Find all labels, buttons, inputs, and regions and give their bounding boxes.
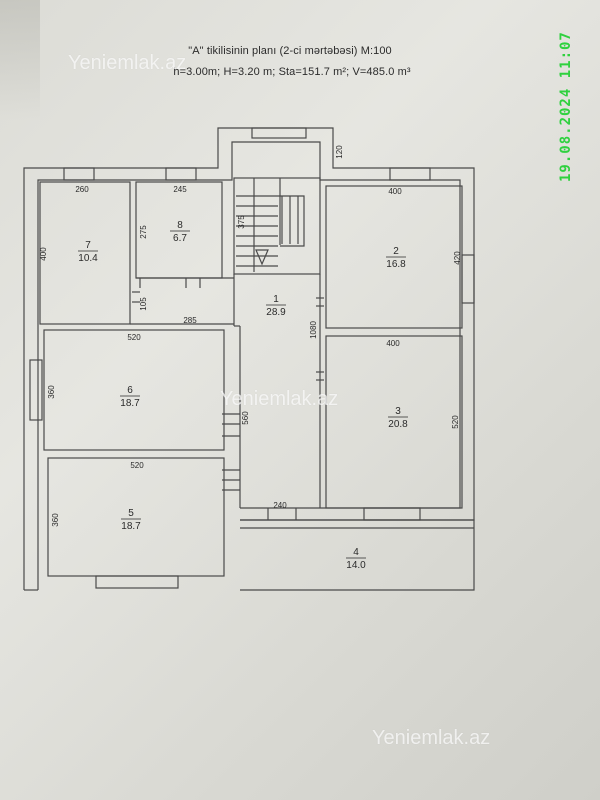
room-area: 20.8 bbox=[388, 419, 408, 430]
dimension-label: 240 bbox=[273, 501, 287, 510]
dimension-label: 520 bbox=[127, 333, 141, 342]
room-area: 14.0 bbox=[346, 560, 366, 571]
room-number: 7 bbox=[85, 240, 91, 251]
room-area: 28.9 bbox=[266, 307, 286, 318]
dimension-label: 285 bbox=[183, 316, 197, 325]
dimension-label: 360 bbox=[47, 385, 56, 399]
dimension-label: 520 bbox=[130, 461, 144, 470]
plan-title: "A" tikilisinin planı (2-ci mərtəbəsi) M… bbox=[188, 45, 392, 57]
plan-subtitle: h=3.00m; H=3.20 m; Sta=151.7 m²; V=485.0… bbox=[173, 66, 411, 78]
room-number: 3 bbox=[395, 406, 401, 417]
room-number: 8 bbox=[177, 220, 183, 231]
dimension-label: 360 bbox=[51, 513, 60, 527]
dimension-label: 105 bbox=[139, 297, 148, 311]
dimension-label: 260 bbox=[75, 185, 89, 194]
plan-walls bbox=[23, 127, 475, 591]
paper-shadow bbox=[0, 0, 40, 120]
room-number: 5 bbox=[128, 508, 134, 519]
room-area: 10.4 bbox=[78, 253, 98, 264]
watermark-top: Yeniemlak.az bbox=[68, 52, 187, 74]
room-number: 4 bbox=[353, 547, 359, 558]
room-number: 1 bbox=[273, 294, 279, 305]
dimension-labels: 2604002452753751204004202851055203601080… bbox=[39, 145, 462, 527]
dimension-label: 400 bbox=[388, 187, 402, 196]
dimension-label: 420 bbox=[453, 251, 462, 265]
room-number: 2 bbox=[393, 246, 399, 257]
dimension-label: 375 bbox=[237, 215, 246, 229]
room-area: 16.8 bbox=[386, 259, 406, 270]
dimension-label: 520 bbox=[451, 415, 460, 429]
dimension-label: 560 bbox=[241, 411, 250, 425]
room-area: 6.7 bbox=[173, 233, 187, 244]
watermark-bottom: Yeniemlak.az bbox=[372, 727, 491, 749]
room-area: 18.7 bbox=[120, 398, 140, 409]
dimension-label: 275 bbox=[139, 225, 148, 239]
dimension-label: 120 bbox=[335, 145, 344, 159]
room-area: 18.7 bbox=[121, 521, 141, 532]
dimension-label: 400 bbox=[39, 247, 48, 261]
dimension-label: 400 bbox=[386, 339, 400, 348]
room-labels: 7 10.4 8 6.7 1 28.9 2 16.8 6 18.7 3 20.8 5 18.7 4 14.0 bbox=[78, 220, 408, 571]
date-stamp: 19.08.2024 11:07 bbox=[558, 31, 574, 182]
watermark-center: Yeniemlak.az bbox=[220, 388, 339, 410]
dimension-label: 1080 bbox=[309, 321, 318, 339]
room-number: 6 bbox=[127, 385, 133, 396]
dimension-label: 245 bbox=[173, 185, 187, 194]
